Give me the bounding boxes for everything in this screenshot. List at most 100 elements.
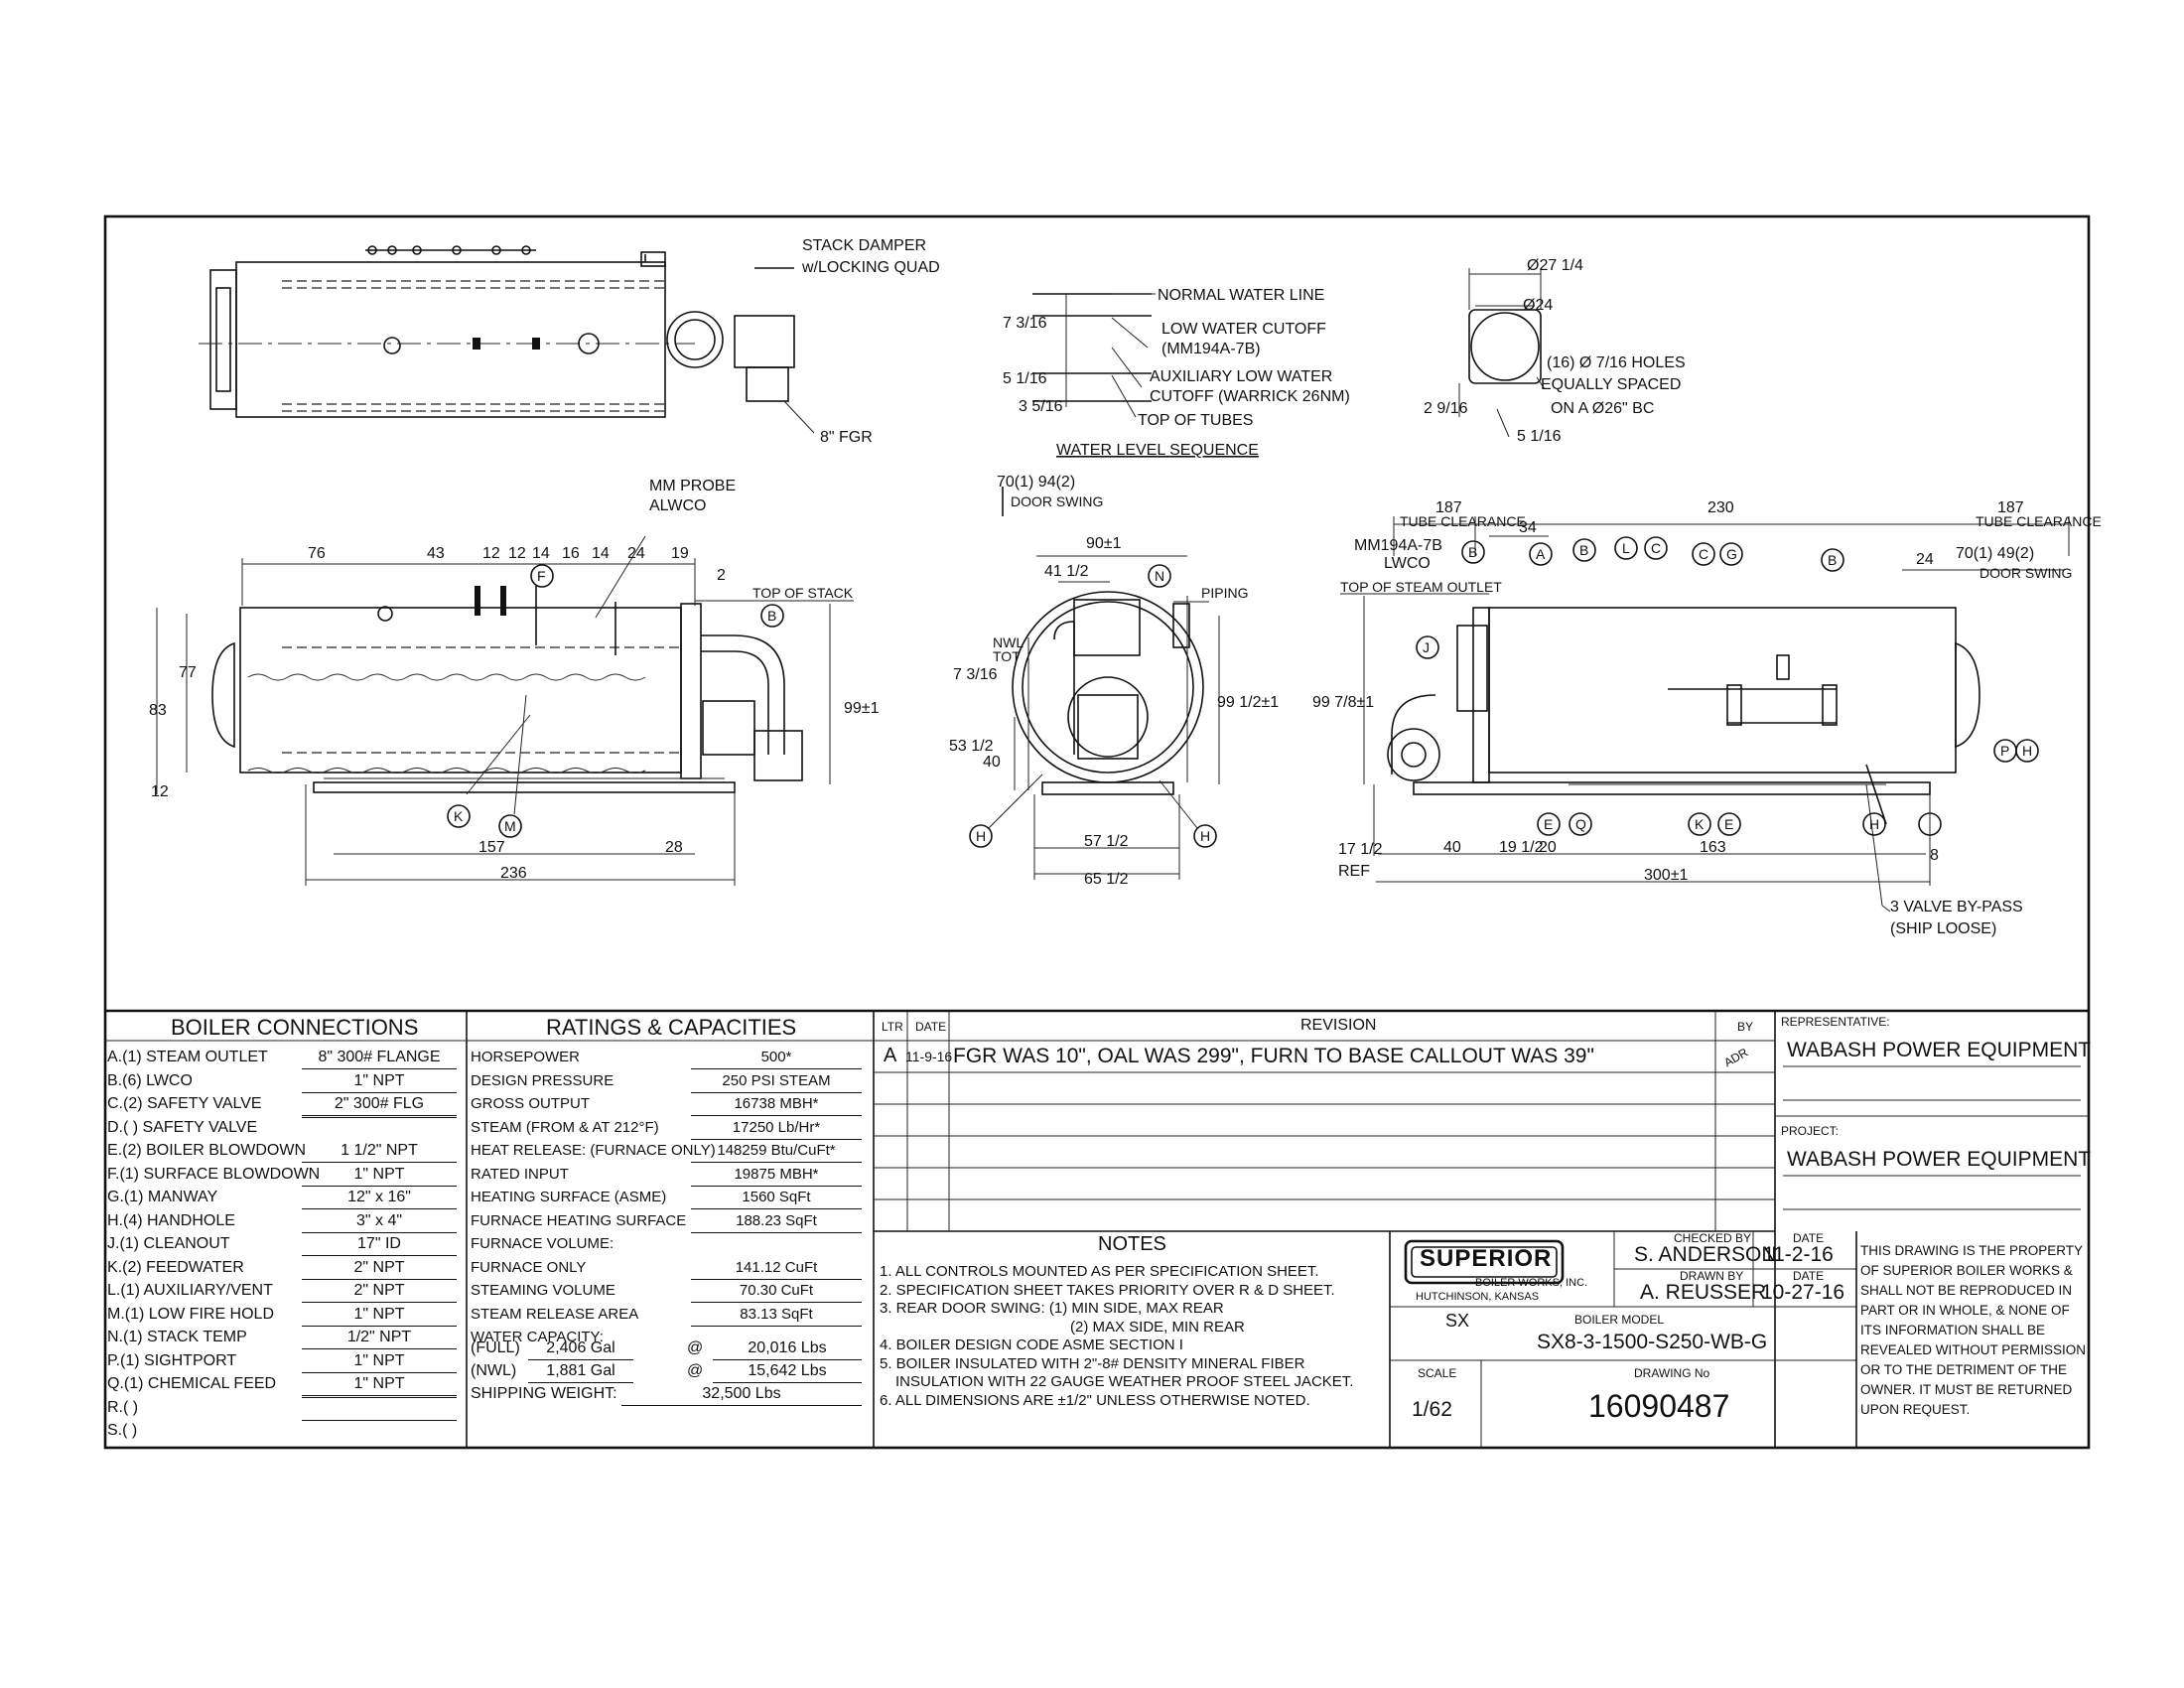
rating-label: STEAMING VOLUME	[471, 1282, 615, 1299]
label-alwco: ALWCO	[649, 497, 706, 514]
notice-line: UPON REQUEST.	[1860, 1402, 1971, 1417]
dim-57: 57 1/2	[1084, 833, 1129, 850]
connection-label: Q.(1) CHEMICAL FEED	[107, 1375, 277, 1392]
dim-65: 65 1/2	[1084, 871, 1129, 888]
connection-label: B.(6) LWCO	[107, 1071, 193, 1089]
callout-r-q: Q	[1575, 816, 1586, 832]
sheet-border	[103, 214, 2091, 1450]
label-warrick: CUTOFF (WARRICK 26NM)	[1150, 388, 1350, 405]
rating-label: FURNACE ONLY	[471, 1258, 587, 1276]
notice-line: REVEALED WITHOUT PERMISSION	[1860, 1342, 2087, 1357]
checked-date-label: DATE	[1793, 1231, 1825, 1245]
connection-row: G.(1) MANWAY 12" x 16"	[107, 1187, 465, 1209]
dim-53: 53 1/2	[949, 738, 994, 755]
rev-a-ltr: A	[884, 1045, 897, 1066]
label-flange-bc: ON A Ø26" BC	[1551, 400, 1654, 417]
dim-flange-thk: 2 9/16	[1424, 400, 1468, 417]
dim-water-1: 7 3/16	[1003, 315, 1047, 332]
checked-date-value: 11-2-16	[1763, 1243, 1834, 1266]
label-flange-spacing: EQUALLY SPACED	[1541, 376, 1681, 393]
connection-label: J.(1) CLEANOUT	[107, 1235, 230, 1252]
dim-236: 236	[500, 865, 527, 882]
rating-label: WATER CAPACITY:	[471, 1329, 604, 1345]
note-item: INSULATION WITH 22 GAUGE WEATHER PROOF S…	[895, 1373, 1354, 1390]
connection-value: 2" NPT	[302, 1257, 457, 1280]
label-flange-holes: (16) Ø 7/16 HOLES	[1547, 354, 1686, 371]
rating-label: HORSEPOWER	[471, 1049, 581, 1065]
connection-row: Q.(1) CHEMICAL FEED 1" NPT	[107, 1373, 465, 1396]
rating-value: 148259 Btu/CuFt*	[691, 1140, 862, 1163]
drawing-no-label: DRAWING No	[1634, 1366, 1710, 1380]
callout-r-b2: B	[1579, 542, 1588, 558]
connection-label: K.(2) FEEDWATER	[107, 1258, 244, 1276]
rev-header-ltr: LTR	[882, 1020, 903, 1034]
rev-header-by: BY	[1737, 1020, 1754, 1034]
label-mm194a-right: MM194A-7B	[1354, 537, 1442, 554]
label-ref: REF	[1338, 863, 1370, 880]
notice-line: OWNER. IT MUST BE RETURNED	[1860, 1382, 2073, 1397]
label-locking-quad: w/LOCKING QUAD	[801, 259, 940, 276]
connection-value: 1" NPT	[302, 1373, 457, 1396]
connection-label: L.(1) AUXILIARY/VENT	[107, 1282, 273, 1299]
dim-water-3: 3 5/16	[1019, 398, 1063, 415]
rating-value: 188.23 SqFt	[691, 1210, 862, 1233]
shipping-label: SHIPPING WEIGHT:	[471, 1385, 617, 1402]
dim-187-left: 187	[1435, 499, 1462, 516]
connection-value: 1" NPT	[302, 1070, 457, 1093]
rev-header-revision: REVISION	[1300, 1017, 1377, 1034]
connection-label: M.(1) LOW FIRE HOLD	[107, 1305, 275, 1323]
title-block: SUPERIOR BOILER WORKS, INC. HUTCHINSON, …	[1390, 1231, 1856, 1448]
callout-r-b1: B	[1468, 544, 1477, 560]
dim-20: 20	[1539, 839, 1557, 856]
drawn-by-value: A. REUSSER	[1640, 1281, 1767, 1304]
label-top-steam-outlet: TOP OF STEAM OUTLET	[1340, 579, 1502, 595]
rating-label: STEAM (FROM & AT 212°F)	[471, 1118, 659, 1136]
dim-12a: 12	[482, 545, 500, 562]
dim-300: 300±1	[1644, 867, 1688, 884]
rating-label: RATED INPUT	[471, 1165, 569, 1183]
water-nwl-gal: 1,881 Gal	[528, 1360, 633, 1383]
dim-flange-id: Ø24	[1523, 297, 1553, 314]
connections-title: BOILER CONNECTIONS	[171, 1015, 419, 1040]
connection-value: 12" x 16"	[302, 1187, 457, 1209]
superior-logo	[1404, 1239, 1565, 1285]
water-level-title: WATER LEVEL SEQUENCE	[1056, 442, 1259, 459]
connection-label: R.( )	[107, 1398, 139, 1416]
rating-value: 500*	[691, 1047, 862, 1069]
callout-k: K	[454, 808, 464, 824]
water-full-lbs: 20,016 Lbs	[713, 1337, 862, 1360]
callout-h-left: H	[976, 828, 986, 844]
connection-label: G.(1) MANWAY	[107, 1189, 218, 1205]
rev-a-date: 11-9-16	[905, 1049, 953, 1064]
label-door-swing-right: DOOR SWING	[1979, 565, 2072, 581]
callout-m: M	[504, 818, 516, 834]
label-low-water-cutoff: LOW WATER CUTOFF	[1161, 321, 1326, 338]
drawn-date-label: DATE	[1793, 1269, 1825, 1283]
connection-label: F.(1) SURFACE BLOWDOWN	[107, 1165, 321, 1183]
dim-163: 163	[1700, 839, 1726, 856]
note-item: 1. ALL CONTROLS MOUNTED AS PER SPECIFICA…	[880, 1263, 1319, 1280]
connection-value: 8" 300# FLANGE	[302, 1047, 457, 1069]
notice-line: THIS DRAWING IS THE PROPERTY	[1860, 1243, 2084, 1258]
water-nwl-at: @	[687, 1362, 704, 1379]
note-item: 5. BOILER INSULATED WITH 2"-8# DENSITY M…	[880, 1354, 1305, 1372]
rating-label: GROSS OUTPUT	[471, 1095, 591, 1112]
label-valve-bypass: 3 VALVE BY-PASS	[1890, 899, 2023, 915]
logo-company: BOILER WORKS, INC.	[1475, 1277, 1588, 1289]
connection-row: S.( )	[107, 1420, 465, 1442]
dim-16: 16	[562, 545, 580, 562]
drawing-no-value: 16090487	[1588, 1388, 1730, 1424]
scale-value: 1/62	[1412, 1398, 1452, 1421]
connection-value: 1 1/2" NPT	[302, 1140, 457, 1163]
water-nwl-row: (NWL) 1,881 Gal @ 15,642 Lbs	[471, 1360, 872, 1383]
shipping-row: SHIPPING WEIGHT: 32,500 Lbs	[471, 1383, 872, 1406]
callout-b: B	[767, 608, 776, 624]
checked-by-label: CHECKED BY	[1674, 1231, 1752, 1245]
rating-label: HEAT RELEASE: (FURNACE ONLY)	[471, 1142, 716, 1159]
dim-17: 17 1/2	[1338, 841, 1383, 858]
